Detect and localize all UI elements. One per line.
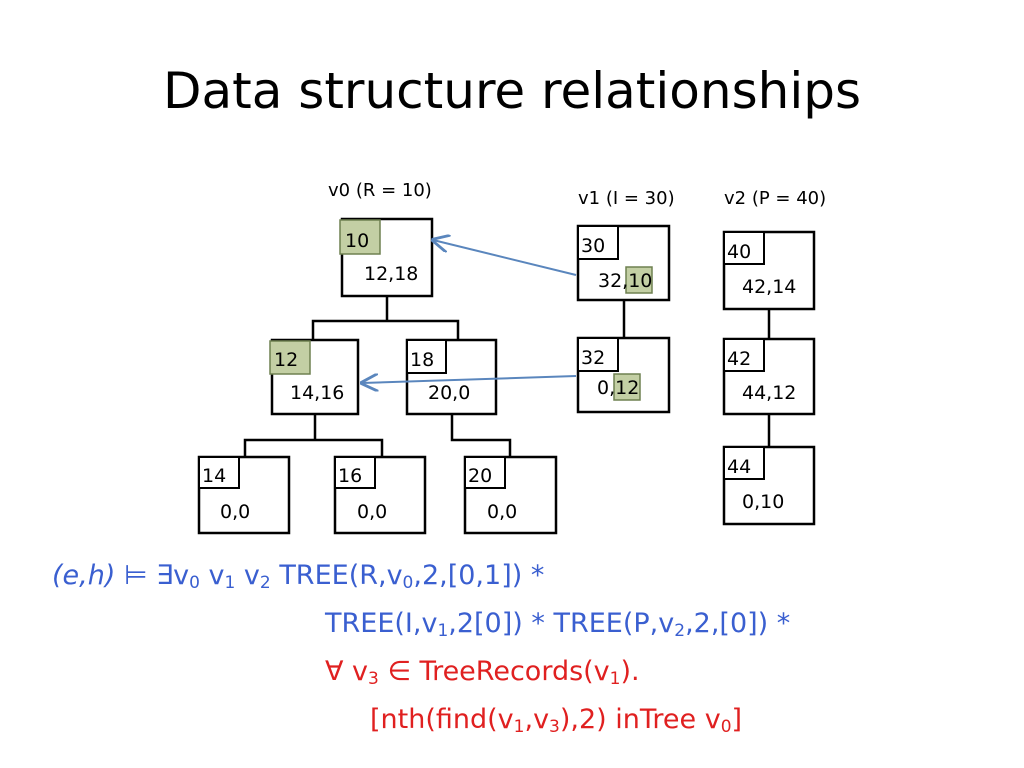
node-key: 42 [727,348,751,370]
formula-line-3: ∀ v3 ∈ TreeRecords(v1). [325,656,640,689]
node-value: 0,0 [220,501,250,523]
slide-title: Data structure relationships [162,62,862,120]
pointer-arrow-10 [433,240,577,276]
node-value: 44,12 [742,382,796,404]
node-key: 18 [410,349,434,371]
node-value: 0,12 [597,377,639,399]
highlight-box [339,219,381,255]
node-key: 16 [338,465,362,487]
data-structure-diagram: v0 (R = 10) v1 (I = 30) v2 (P = 40) 10 1… [197,180,826,535]
node-value: 12,18 [364,263,418,285]
list-node-32: 32 0,12 [576,336,671,414]
node-key: 14 [202,465,226,487]
tree-node-18: 18 20,0 [405,338,498,416]
node-key: 20 [468,465,492,487]
node-value: 14,16 [290,382,344,404]
tree-connectors-v0 [243,296,512,457]
list-node-44: 44 0,10 [722,445,816,526]
highlight-box [269,340,311,375]
node-value: 42,14 [742,276,796,298]
node-key: 44 [727,456,751,478]
node-value: 0,0 [487,501,517,523]
node-key: 30 [581,235,605,257]
node-key: 40 [727,241,751,263]
tree-node-12: 12 14,16 [269,338,360,416]
node-key: 10 [345,230,369,252]
list-connectors [622,300,771,447]
formula-line-4: [nth(find(v1,v3),2) inTree v0] [370,704,743,737]
pointer-arrow-12 [362,376,577,383]
label-v1: v1 (I = 30) [578,188,675,209]
node-value: 32,10 [598,270,652,292]
node-value: 0,0 [357,501,387,523]
formula-line-2: TREE(I,v1,2[0]) * TREE(P,v2,2,[0]) * [325,608,791,641]
tree-node-16: 16 0,0 [333,455,427,535]
label-v0: v0 (R = 10) [328,180,432,201]
tree-node-14: 14 0,0 [197,455,291,535]
label-v2: v2 (P = 40) [724,188,826,209]
tree-node-10: 10 12,18 [339,217,434,298]
highlight-box [625,266,653,294]
tree-node-20: 20 0,0 [463,455,558,535]
node-value: 0,10 [742,491,784,513]
node-key: 12 [274,349,298,371]
list-node-42: 42 44,12 [722,337,816,416]
highlight-box [613,373,641,401]
node-key: 32 [581,347,605,369]
formula-line-1: (e,h) ⊨ ∃v0 v1 v2 TREE(R,v0,2,[0,1]) * [52,560,545,593]
list-node-40: 40 42,14 [722,230,816,311]
list-node-30: 30 32,10 [576,224,671,302]
node-value: 20,0 [428,382,470,404]
